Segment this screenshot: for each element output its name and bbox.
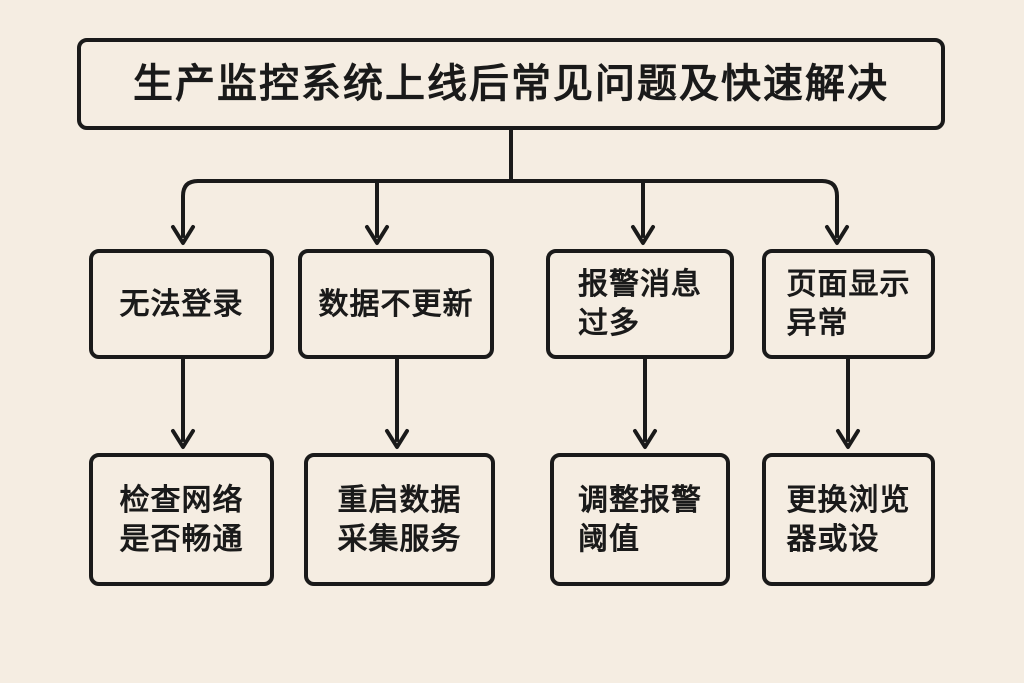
arrowhead-bot-1 [171, 429, 195, 449]
problem-label: 数据不更新 [318, 286, 474, 322]
solution-label: 更换浏览器或设 [786, 482, 911, 557]
arrowhead-bot-4 [836, 429, 860, 449]
title-box: 生产监控系统上线后常见问题及快速解决 [77, 38, 945, 130]
branch-corner-left [181, 179, 200, 238]
solution-label: 重启数据采集服务 [337, 482, 462, 557]
problem-label: 页面显示异常 [786, 267, 911, 341]
problem-box-alarm: 报警消息过多 [546, 249, 734, 359]
diagram-title: 生产监控系统上线后常见问题及快速解决 [133, 61, 889, 107]
problem-label: 报警消息过多 [578, 267, 702, 341]
solution-box-network: 检查网络是否畅通 [89, 453, 274, 586]
problem-box-login: 无法登录 [89, 249, 274, 359]
problem-box-data: 数据不更新 [298, 249, 494, 359]
problem-label: 无法登录 [119, 286, 244, 322]
solution-box-threshold: 调整报警阈值 [550, 453, 730, 586]
arrowhead-mid-4 [825, 225, 849, 245]
arrowhead-bot-3 [633, 429, 657, 449]
solution-box-restart: 重启数据采集服务 [304, 453, 495, 586]
arrowhead-bot-2 [385, 429, 409, 449]
solution-box-browser: 更换浏览器或设 [762, 453, 935, 586]
arrowhead-mid-2 [365, 225, 389, 245]
solution-label: 调整报警阈值 [578, 482, 702, 557]
arrowhead-mid-3 [631, 225, 655, 245]
solution-label: 检查网络是否畅通 [119, 482, 244, 557]
problem-box-display: 页面显示异常 [762, 249, 935, 359]
arrowhead-mid-1 [171, 225, 195, 245]
branch-corner-right [820, 179, 839, 238]
